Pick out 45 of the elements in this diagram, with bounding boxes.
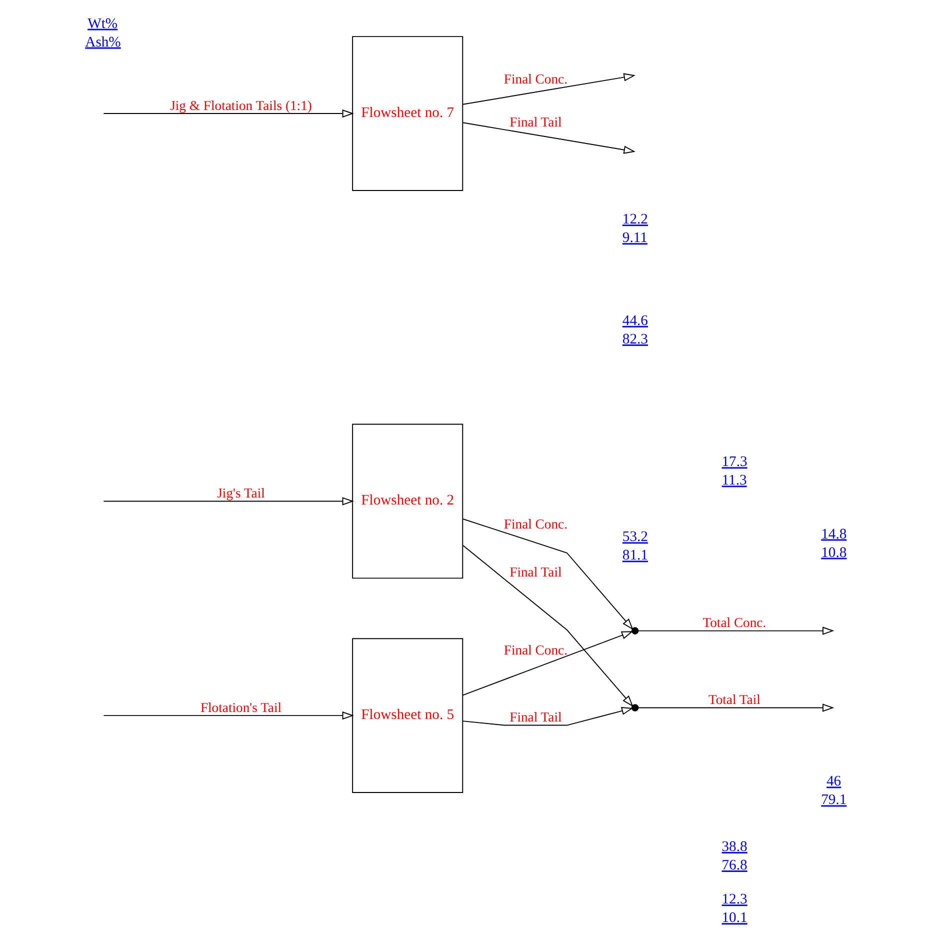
edge-label: Jig's Tail: [216, 486, 264, 501]
label: Wt%: [87, 16, 118, 32]
node-circle: [630, 704, 638, 712]
node-box: Flowsheet no. 7: [352, 36, 463, 191]
label: 46: [826, 774, 841, 790]
arrow: [102, 109, 354, 118]
label: 76.8: [721, 857, 747, 874]
arrow: [637, 704, 834, 712]
arrow: [462, 631, 633, 696]
edge-label: Final Conc.: [503, 642, 567, 658]
label: 79.1: [820, 792, 846, 808]
edge-label: Final Conc.: [503, 516, 567, 532]
label: 17.3: [721, 454, 747, 470]
label: 9.11: [622, 230, 647, 246]
label: 10.8: [820, 544, 846, 561]
edge-label: Final Tail: [509, 710, 562, 725]
edge-label: Final Tail: [509, 564, 562, 580]
arrow: [462, 122, 635, 154]
arrow: [637, 626, 834, 635]
arrow: [462, 545, 633, 707]
arrow: [462, 706, 633, 726]
node-box: Flowsheet no. 5: [352, 638, 463, 793]
edge-label: Total Conc.: [702, 615, 766, 630]
edge-label: Flotation's Tail: [200, 700, 282, 715]
label: 82.3: [622, 331, 648, 348]
label: 12.3: [721, 892, 747, 908]
arrow: [462, 73, 635, 105]
node-box: Flowsheet no. 2: [352, 424, 463, 579]
edge-label: Final Tail: [509, 114, 562, 130]
label: 11.3: [721, 472, 746, 489]
arrow: [102, 497, 354, 506]
label: 12.2: [622, 212, 648, 228]
label: Ash%: [84, 34, 120, 50]
label: 38.8: [721, 838, 747, 855]
edge-label: Total Tail: [708, 692, 760, 708]
node-circle: [630, 627, 638, 634]
arrow: [462, 518, 633, 630]
label: 81.1: [622, 548, 648, 564]
label: 53.2: [622, 529, 648, 546]
label: 10.1: [721, 910, 747, 926]
label: 14.8: [820, 526, 846, 542]
edge-label: Jig & Flotation Tails (1:1): [170, 98, 312, 113]
arrow: [102, 711, 354, 720]
label: 44.6: [622, 312, 648, 329]
edge-label: Final Conc.: [503, 72, 567, 87]
